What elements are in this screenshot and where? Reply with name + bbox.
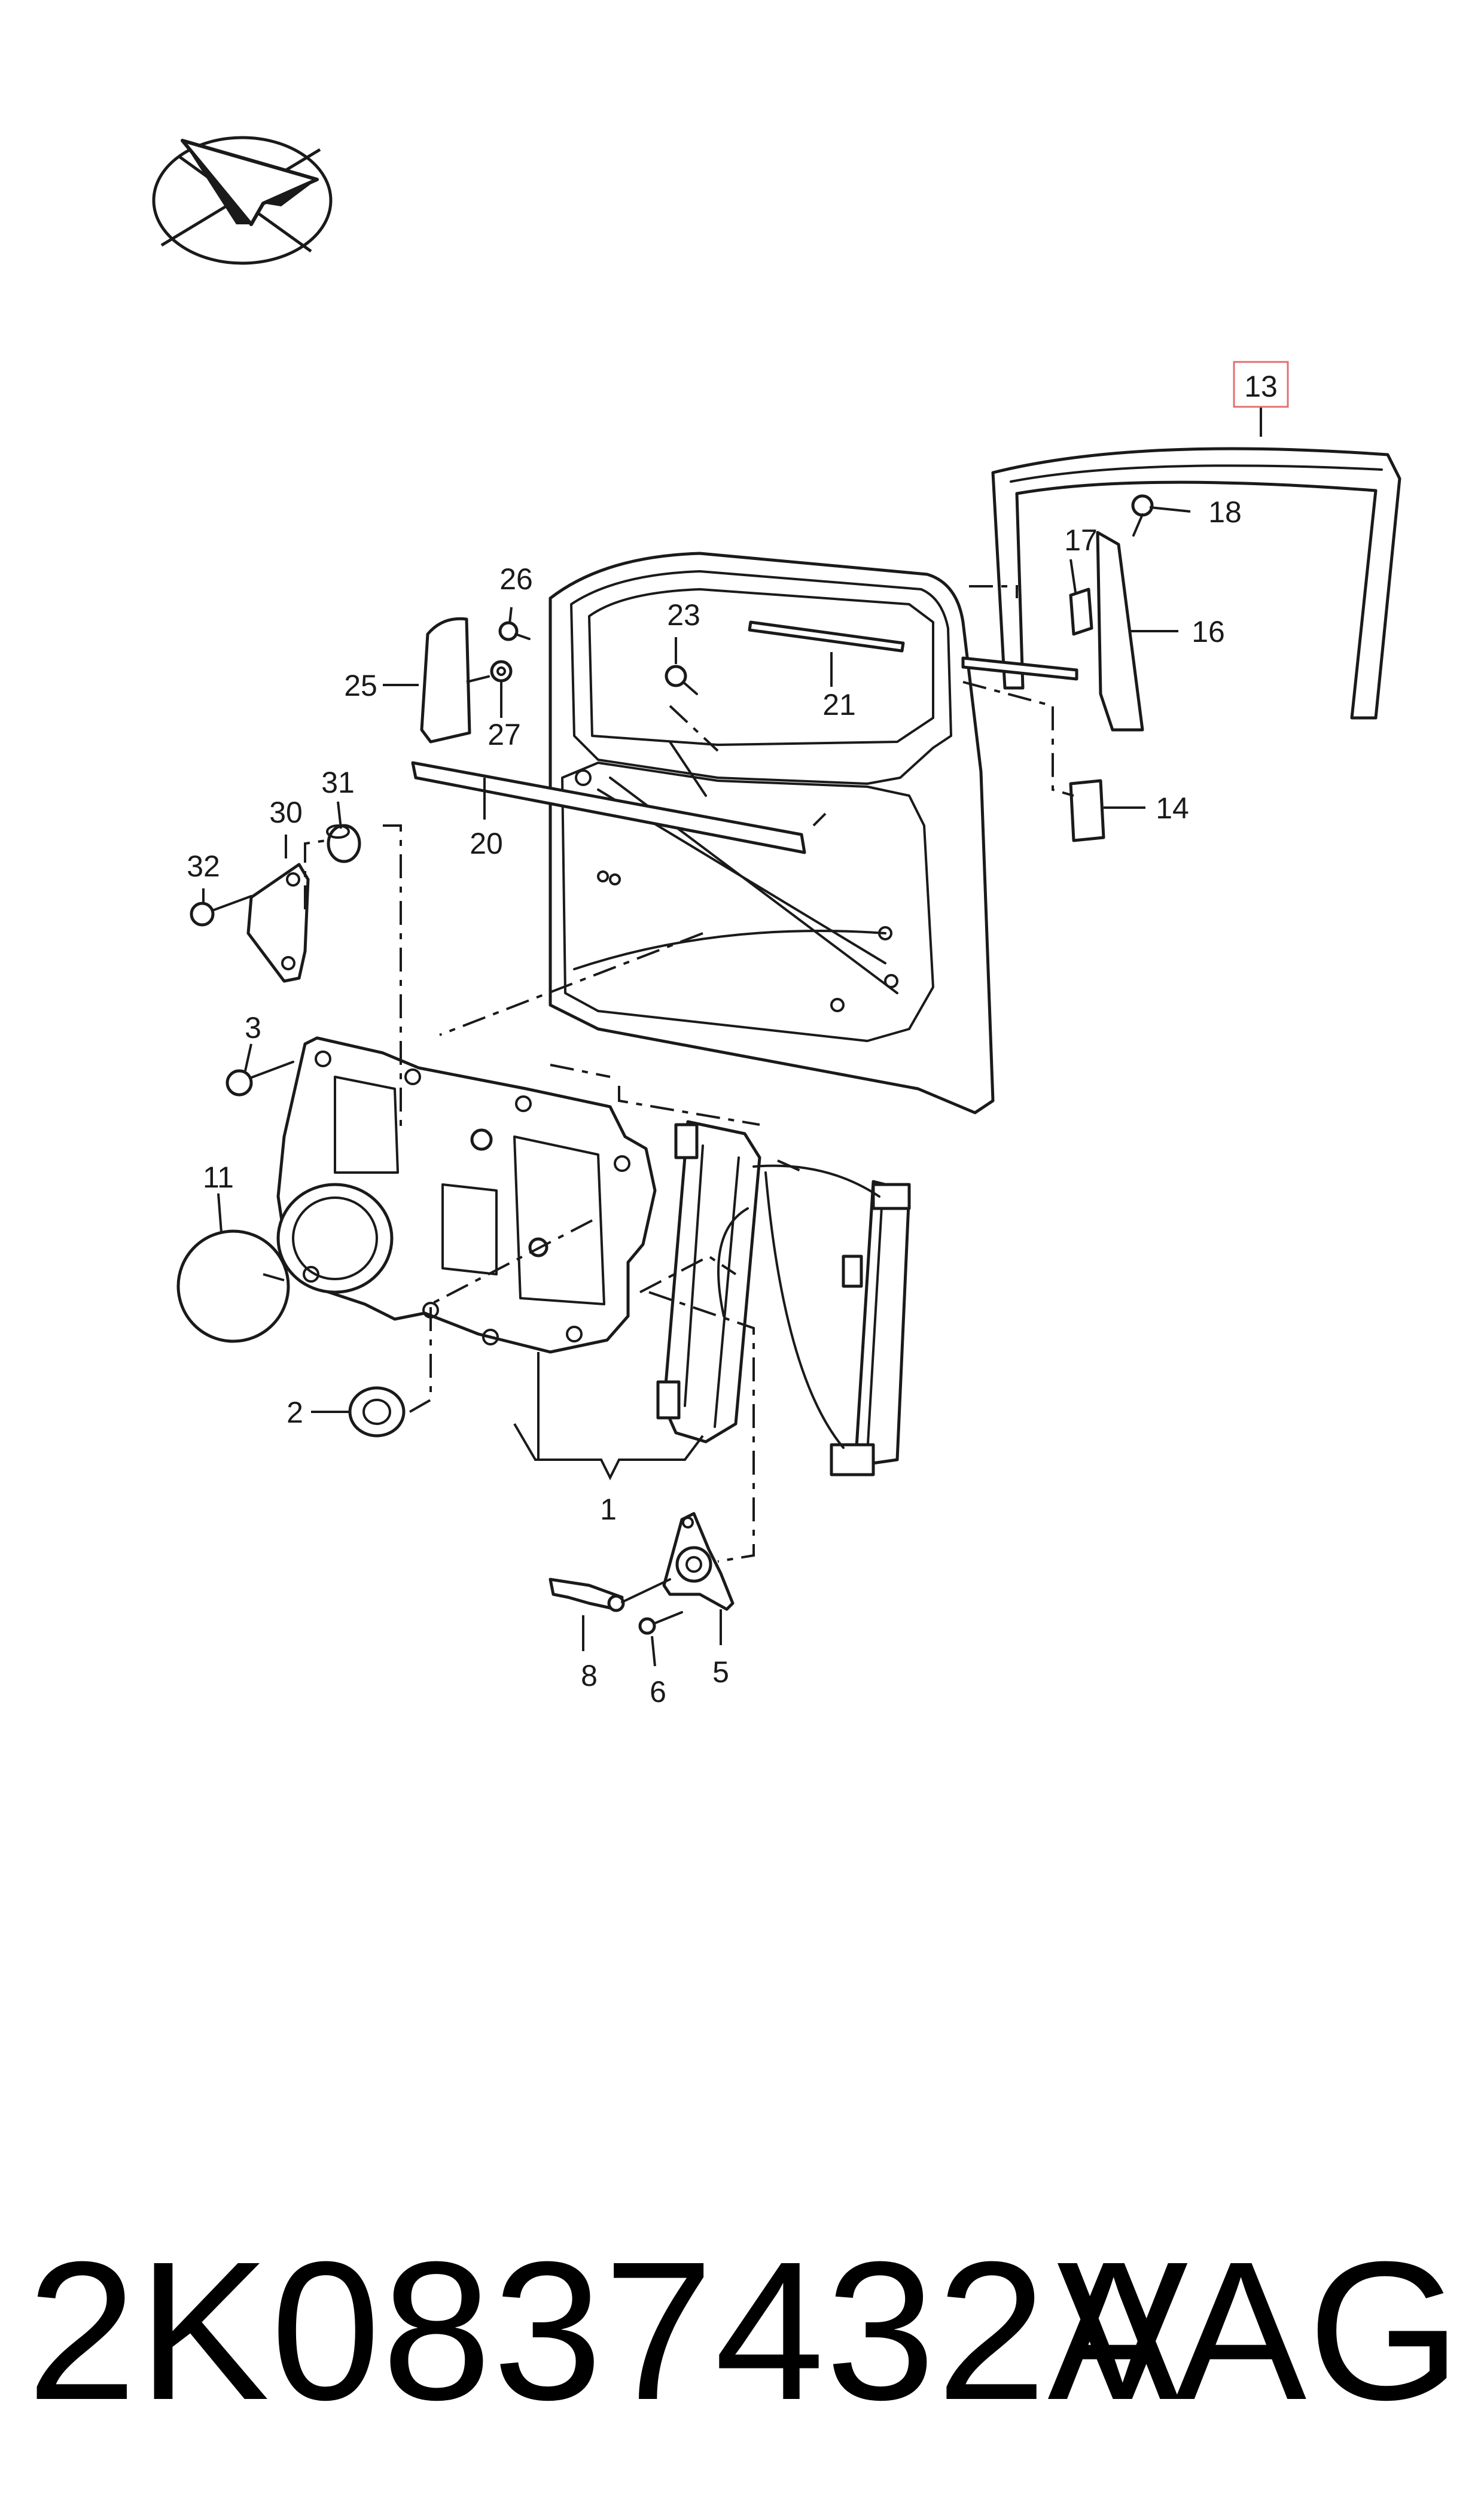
part-2-grommet (348, 1386, 406, 1438)
part-26-screw (498, 621, 531, 641)
callout-26: 26 (499, 562, 533, 596)
part-16-pillar-trim (1096, 531, 1144, 732)
callout-13: 13 (1244, 370, 1278, 403)
part-number-caption: 2K0837432A (27, 2220, 1180, 2441)
assembly-lines (263, 585, 1074, 1563)
callout-14: 14 (1156, 791, 1189, 825)
part-6-screw (638, 1611, 683, 1635)
paper-plane-logo-icon (152, 136, 333, 265)
part-30-bracket (246, 863, 310, 983)
callout-23: 23 (667, 598, 700, 632)
callout-11: 11 (203, 1161, 234, 1194)
part-27-nut (490, 660, 513, 683)
part-13-window-frame-seal (991, 447, 1401, 720)
part-20-outer-strip (411, 761, 806, 854)
callout-31: 31 (321, 766, 355, 799)
callout-32: 32 (187, 850, 220, 883)
part-31-bump-stop (326, 824, 361, 863)
part-21-window-strip (748, 620, 1078, 681)
callout-17: 17 (1064, 523, 1098, 557)
part-8-crank-handle (548, 1578, 671, 1612)
callout-2: 2 (287, 1396, 303, 1429)
part-11-cover-disc (176, 1229, 290, 1343)
callout-1: 1 (600, 1493, 617, 1526)
callout-30: 30 (269, 796, 303, 829)
part-3-bolt (226, 1061, 294, 1097)
brand-caption: VAG (1057, 2220, 1462, 2441)
callout-5: 5 (712, 1655, 729, 1689)
callout-6: 6 (650, 1675, 666, 1709)
part-23-screw (665, 665, 698, 695)
part-18-screw (1131, 494, 1154, 537)
callout-25: 25 (344, 669, 377, 702)
part-32-bolt (190, 895, 252, 927)
window-regulator (656, 1120, 911, 1476)
callout-16: 16 (1192, 615, 1225, 648)
callout-27: 27 (487, 718, 521, 751)
part-17-clip (1069, 587, 1093, 636)
callout-8: 8 (581, 1659, 598, 1692)
leader-lines (202, 407, 1262, 1667)
part-25-mirror-trim (420, 617, 471, 744)
door-module-carrier (276, 1036, 657, 1354)
callout-13-highlight-box (1233, 361, 1289, 408)
part-5-winder-mechanism (662, 1512, 735, 1611)
callout-20: 20 (470, 827, 503, 860)
part-14-cap (1069, 779, 1105, 842)
callout-21: 21 (822, 688, 856, 721)
callout-3: 3 (245, 1011, 261, 1045)
callout-18: 18 (1208, 495, 1242, 529)
